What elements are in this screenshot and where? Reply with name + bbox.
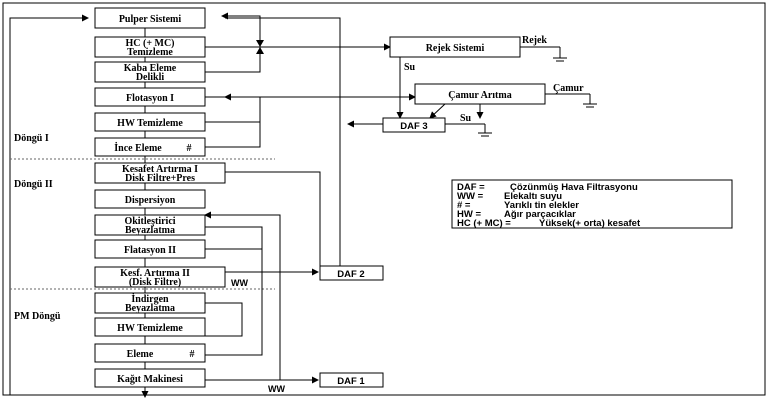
output-su-rejek: Su xyxy=(404,62,416,73)
step-box-kagit xyxy=(94,368,206,388)
rejek-junction-lines xyxy=(205,12,391,73)
loop-label-1: Döngü I xyxy=(14,133,49,144)
legend-key-1: DAF = xyxy=(457,182,485,193)
step-label-ince: İnce Eleme xyxy=(114,142,162,154)
daf3-connections xyxy=(347,120,492,137)
step-box-flot2 xyxy=(94,239,206,259)
unit-box-daf2 xyxy=(319,265,384,281)
legend-box xyxy=(451,179,733,229)
step-label-eleme: Eleme xyxy=(127,349,154,360)
step-label-eleme-mark: # xyxy=(190,349,195,360)
step-label-pulper: Pulper Sistemi xyxy=(119,14,182,25)
daf2-return-line xyxy=(225,17,341,268)
step-label-kaba-2: Delikli xyxy=(136,72,165,83)
step-box-flot1 xyxy=(94,87,206,107)
legend-value-2: Elekaltı suyu xyxy=(504,191,562,202)
legend-key-2: WW = xyxy=(457,191,484,202)
step-box-hw2 xyxy=(94,317,206,337)
unit-label-daf2: DAF 2 xyxy=(337,269,364,280)
step-label-kes1-1: Kesafet Artırma I xyxy=(122,164,198,175)
side-units: Rejek Sistemi Çamur Arıtma DAF 3 DAF 2 D… xyxy=(319,36,546,388)
output-ww-daf2: WW xyxy=(231,278,248,288)
unit-box-daf3 xyxy=(382,117,446,133)
step-label-kes2-2: (Disk Filtre) xyxy=(129,277,181,288)
legend-key-3: # = xyxy=(457,200,471,211)
legend: DAF = Çözünmüş Hava Filtrasyonu WW = Ele… xyxy=(451,179,733,229)
left-feed-line xyxy=(9,14,89,395)
unit-box-rejek xyxy=(389,36,521,58)
outer-frame xyxy=(2,2,766,396)
step-label-flot1: Flotasyon I xyxy=(126,93,174,104)
step-label-hc-2: Temizleme xyxy=(127,47,173,58)
step-label-hc-1: HC (+ MC) xyxy=(125,38,174,49)
step-label-kagit: Kağıt Makinesi xyxy=(117,374,183,385)
step-label-kes2-1: Kesf. Artırma II xyxy=(120,268,190,279)
loop-labels: Döngü I Döngü II PM Döngü xyxy=(14,133,61,322)
step-label-flot2: Flatasyon II xyxy=(124,245,176,256)
output-rejek: Rejek xyxy=(522,35,547,46)
step-label-kes1-2: Disk Filtre+Pres xyxy=(125,173,195,184)
recirculation-lines xyxy=(204,97,321,384)
output-camur: Çamur xyxy=(553,83,584,94)
step-label-kaba-1: Kaba Eleme xyxy=(124,63,177,74)
step-box-ince xyxy=(94,137,206,157)
legend-value-4: Ağır parçacıklar xyxy=(504,209,576,220)
step-box-hw1 xyxy=(94,112,206,132)
process-steps: Pulper Sistemi HC (+ MC) Temizleme Kaba … xyxy=(94,7,226,388)
step-label-disp: Dispersiyon xyxy=(125,195,176,206)
unit-label-rejek: Rejek Sistemi xyxy=(426,43,485,54)
step-box-ind xyxy=(94,292,206,314)
step-box-oks xyxy=(94,214,206,236)
output-ww-daf1: WW xyxy=(268,384,285,394)
step-box-kaba xyxy=(94,61,206,83)
legend-key-4: HW = xyxy=(457,209,481,220)
camur-connections xyxy=(205,93,597,119)
step-label-hw1: HW Temizleme xyxy=(117,118,183,129)
output-labels: Rejek Çamur Su Su WW WW xyxy=(231,35,584,394)
step-box-pulper xyxy=(94,7,206,29)
legend-key-5: HC (+ MC) = xyxy=(457,218,511,229)
step-label-ind-1: İndirgen xyxy=(131,293,169,305)
step-box-kes1 xyxy=(94,162,226,184)
step-box-kes2 xyxy=(94,266,226,288)
legend-value-1: Çözünmüş Hava Filtrasyonu xyxy=(510,182,638,193)
legend-value-5: Yüksek(+ orta) kesafet xyxy=(539,218,641,229)
step-box-eleme xyxy=(94,343,206,363)
unit-box-daf1 xyxy=(319,372,384,388)
step-label-ince-mark: # xyxy=(187,143,192,154)
loop-label-3: PM Döngü xyxy=(14,311,61,322)
rejek-connections xyxy=(396,46,567,119)
unit-box-camur xyxy=(414,83,546,105)
step-box-hc xyxy=(94,36,206,58)
step-label-oks-2: Beyazlatma xyxy=(125,225,175,236)
step-label-hw2: HW Temizleme xyxy=(117,323,183,334)
output-su-daf3: Su xyxy=(460,113,472,124)
step-label-oks-1: Okitleştirici xyxy=(124,216,175,227)
unit-label-camur: Çamur Arıtma xyxy=(448,90,511,101)
unit-label-daf3: DAF 3 xyxy=(400,121,427,132)
step-box-disp xyxy=(94,189,206,209)
legend-value-3: Yarıklı tin elekler xyxy=(504,200,579,211)
unit-label-daf1: DAF 1 xyxy=(337,376,365,387)
step-label-ind-2: Beyazlatma xyxy=(125,303,175,314)
loop-label-2: Döngü II xyxy=(14,179,53,190)
